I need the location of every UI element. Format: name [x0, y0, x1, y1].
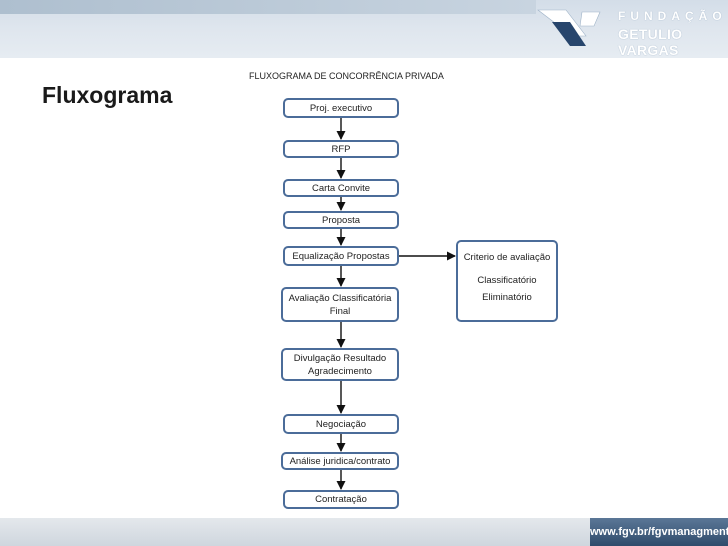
- fgv-logo-icon: [537, 9, 601, 46]
- node-label: Proj. executivo: [309, 102, 373, 114]
- node-rfp: RFP: [283, 140, 399, 158]
- node-label: Avaliação Classificatória: [288, 292, 392, 304]
- node-proj-executivo: Proj. executivo: [283, 98, 399, 118]
- flowchart-heading: FLUXOGRAMA DE CONCORRÊNCIA PRIVADA: [249, 71, 444, 81]
- node-label: Final: [329, 305, 351, 317]
- node-carta-convite: Carta Convite: [283, 179, 399, 197]
- node-label: Divulgação Resultado: [293, 352, 387, 364]
- node-label: Classificatório: [477, 275, 537, 286]
- node-label: Agradecimento: [308, 365, 372, 377]
- footer-accent: [590, 518, 728, 546]
- brand-line-2: GETULIO VARGAS: [618, 26, 683, 58]
- brand-line-1: FUNDAÇÃO: [618, 9, 727, 23]
- node-negociacao: Negociação: [283, 414, 399, 434]
- node-proposta: Proposta: [283, 211, 399, 229]
- node-label: Criterio de avaliação: [463, 252, 551, 263]
- node-label: RFP: [331, 143, 351, 155]
- node-label: Proposta: [321, 214, 361, 226]
- node-label: Contratação: [315, 494, 367, 505]
- slide-title: Fluxograma: [42, 82, 173, 108]
- node-label: Análise juridica/contrato: [289, 455, 391, 467]
- node-label: Negociação: [315, 418, 367, 430]
- site-url-link[interactable]: www.fgv.br/fgvmanagment: [590, 526, 728, 538]
- node-label: Carta Convite: [311, 182, 371, 194]
- node-analise-juridica: Análise juridica/contrato: [281, 452, 399, 470]
- node-equalizacao-propostas: Equalização Propostas: [283, 246, 399, 266]
- node-label: Eliminatório: [482, 292, 532, 303]
- node-contratacao: Contratação: [283, 490, 399, 509]
- header-stripe: [0, 0, 536, 14]
- node-label: Equalização Propostas: [292, 250, 390, 262]
